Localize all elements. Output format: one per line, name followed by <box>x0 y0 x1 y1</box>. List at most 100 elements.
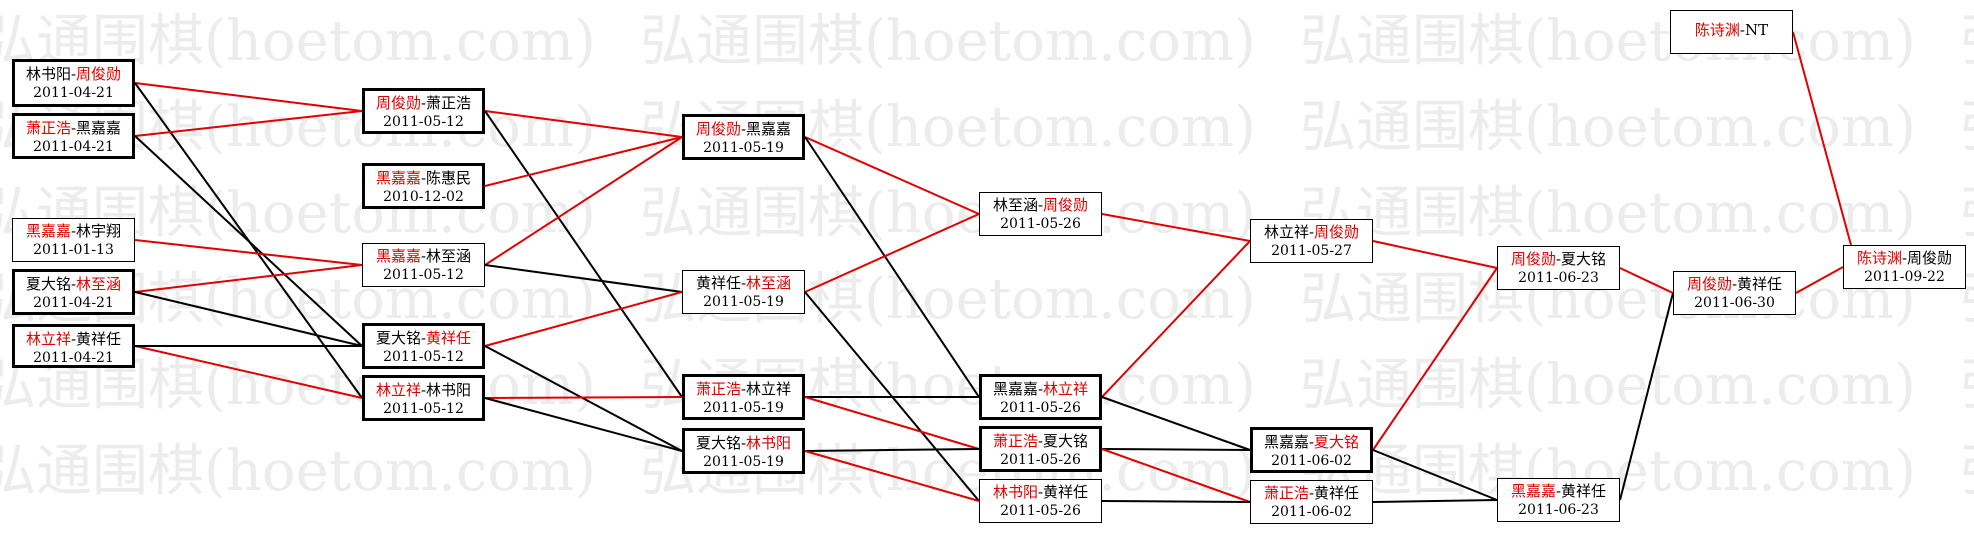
player-2: 夏大铭 <box>1561 250 1607 268</box>
player-2: 黄祥任 <box>426 329 472 347</box>
player-2: 萧正浩 <box>426 94 472 112</box>
link-r4d-r5c <box>1101 500 1251 503</box>
player-1: 周俊勋 <box>1510 250 1556 268</box>
player-1: 黑嘉嘉 <box>1263 433 1309 451</box>
match-players: 萧正浩-夏大铭 <box>982 432 1099 451</box>
watermark-text: 弘通围棋(hoetom.com) <box>0 439 596 504</box>
link-r5b-r6b <box>1372 449 1498 501</box>
separator: - <box>420 169 427 187</box>
match-date: 2011-04-21 <box>33 350 114 366</box>
separator: - <box>70 119 77 137</box>
match-players: 萧正浩-黑嘉嘉 <box>15 119 132 138</box>
match-date: 2011-04-21 <box>33 85 114 101</box>
match-date: 2011-05-12 <box>383 114 464 130</box>
player-1: 林书阳 <box>992 483 1038 501</box>
player-1: 黑嘉嘉 <box>375 247 421 265</box>
player-2: 周俊勋 <box>76 65 122 83</box>
link-r1d-r2d <box>134 291 363 347</box>
separator: - <box>70 222 77 240</box>
separator: - <box>740 274 747 292</box>
player-1: 黑嘉嘉 <box>1510 482 1556 500</box>
match-date: 2011-05-12 <box>383 401 464 417</box>
link-r1e-r2e <box>134 345 363 399</box>
match-players: 林立祥-周俊勋 <box>1251 223 1372 242</box>
link-r2b-r3a <box>484 136 683 187</box>
match-players: 林书阳-周俊勋 <box>15 65 132 84</box>
match-date: 2011-04-21 <box>33 295 114 311</box>
link-r4b-r5a <box>1101 240 1251 398</box>
player-2: 林至涵 <box>746 274 792 292</box>
match-date: 2011-05-27 <box>1271 243 1352 259</box>
match-players: 夏大铭-林书阳 <box>685 434 802 453</box>
match-date: 2011-05-26 <box>1000 503 1081 519</box>
separator: - <box>1308 433 1315 451</box>
match-date: 2011-06-23 <box>1518 270 1599 286</box>
link-r4c-r5c <box>1101 448 1251 503</box>
player-1: 萧正浩 <box>1263 484 1309 502</box>
link-r7a-fin <box>1795 266 1844 294</box>
match-node-ntn: 陈诗渊-NT <box>1670 10 1793 54</box>
player-1: 林立祥 <box>25 330 71 348</box>
link-r3b-r4a <box>804 213 980 293</box>
player-2: 林立祥 <box>1043 380 1089 398</box>
separator: - <box>420 94 427 112</box>
separator: - <box>1308 223 1315 241</box>
separator: - <box>70 275 77 293</box>
match-date: 2011-06-30 <box>1694 295 1775 311</box>
player-1: 夏大铭 <box>695 434 741 452</box>
watermark-text: 弘通围棋(hoetom.com) <box>640 9 1256 74</box>
match-date: 2011-05-19 <box>703 294 784 310</box>
match-players: 林至涵-周俊勋 <box>980 196 1101 215</box>
match-players: 林书阳-黄祥任 <box>980 483 1101 502</box>
separator: - <box>1739 21 1745 39</box>
watermark-text: 弘通围棋(hoetom.com) <box>1960 353 1974 418</box>
match-players: 林立祥-林书阳 <box>365 381 482 400</box>
match-players: 周俊勋-黄祥任 <box>1674 275 1795 294</box>
separator: - <box>740 380 747 398</box>
link-r1d-r2c <box>134 264 363 293</box>
link-r2d-r3b <box>484 291 683 347</box>
link-r6b-r7a <box>1619 292 1674 501</box>
match-players: 夏大铭-黄祥任 <box>365 329 482 348</box>
separator: - <box>420 247 427 265</box>
link-r2a-r3a <box>484 110 683 138</box>
player-2: 林宇翔 <box>76 222 122 240</box>
player-2: 黄祥任 <box>76 330 122 348</box>
player-2: 林至涵 <box>76 275 122 293</box>
link-r6a-r7a <box>1619 267 1674 294</box>
player-2: 黄祥任 <box>1737 275 1783 293</box>
match-date: 2011-05-12 <box>383 349 464 365</box>
match-date: 2011-04-21 <box>33 139 114 155</box>
match-players: 夏大铭-林至涵 <box>15 275 132 294</box>
match-players: 周俊勋-夏大铭 <box>1498 250 1619 269</box>
player-1: 林至涵 <box>992 196 1038 214</box>
match-date: 2011-05-26 <box>1000 452 1081 468</box>
match-date: 2011-01-13 <box>33 242 114 258</box>
match-date: 2011-05-19 <box>703 400 784 416</box>
player-1: 周俊勋 <box>695 120 741 138</box>
player-1: 萧正浩 <box>25 119 71 137</box>
match-date: 2011-05-26 <box>1000 400 1081 416</box>
player-2: 林书阳 <box>746 434 792 452</box>
link-r3d-r4d <box>804 450 980 502</box>
watermark-text: 弘通围棋(hoetom.com) <box>1960 181 1974 246</box>
separator: - <box>1037 196 1044 214</box>
player-2: NT <box>1744 21 1769 39</box>
separator: - <box>420 329 427 347</box>
match-players: 黑嘉嘉-林立祥 <box>982 380 1099 399</box>
separator: - <box>70 330 77 348</box>
player-1: 黄祥任 <box>695 274 741 292</box>
